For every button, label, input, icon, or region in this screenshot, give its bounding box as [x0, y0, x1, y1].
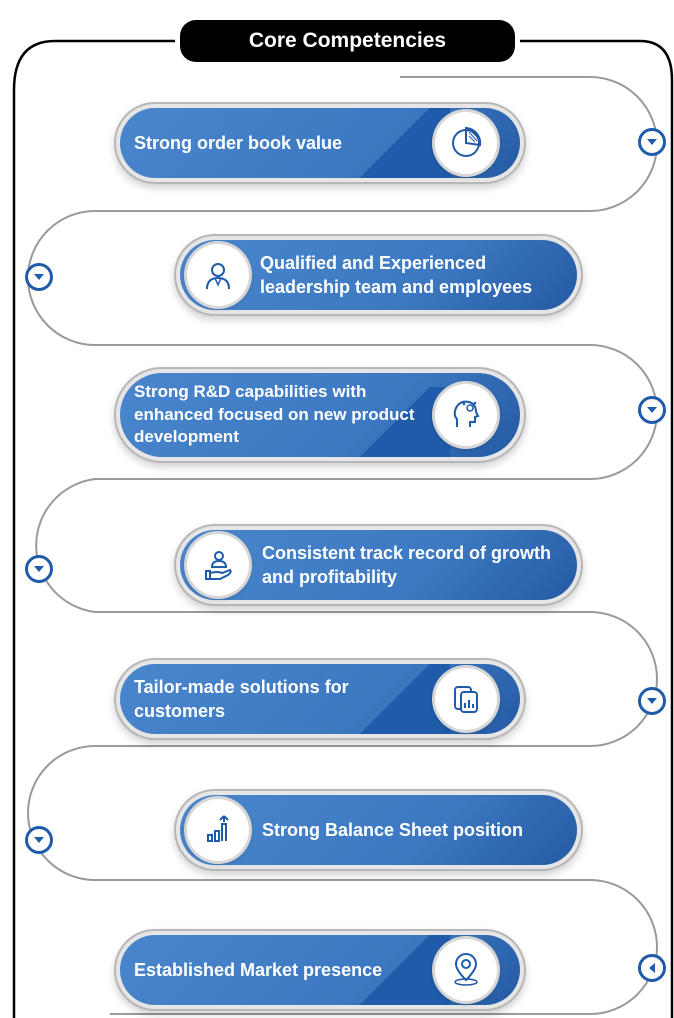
frame-right-line [520, 39, 674, 1018]
serpentine-connector [27, 76, 658, 1015]
competency-label: Strong R&D capabilities with enhanced fo… [134, 381, 415, 447]
chevron-down-icon[interactable] [25, 826, 53, 854]
competency-label: Strong Balance Sheet position [262, 819, 524, 840]
chevron-left-icon[interactable] [638, 954, 666, 982]
chevron-down-icon[interactable] [638, 396, 666, 424]
competency-label: Tailor-made solutions for customers [134, 676, 349, 721]
location-pin-icon [435, 939, 497, 1001]
frame-left-line [12, 39, 175, 1018]
competency-card-6: Strong Balance Sheet position [180, 795, 577, 865]
competency-label: Strong order book value [134, 132, 343, 153]
hand-user-icon [187, 534, 249, 596]
pie-chart-icon [435, 112, 497, 174]
chevron-down-icon[interactable] [25, 555, 53, 583]
document-chart-icon [435, 668, 497, 730]
competency-label: Qualified and Experienced leadership tea… [260, 252, 533, 297]
growth-chart-icon [187, 799, 249, 861]
chevron-down-icon[interactable] [25, 263, 53, 291]
research-head-icon [435, 384, 497, 446]
competency-card-4: Consistent track record of growth and pr… [180, 530, 577, 600]
competency-label: Consistent track record of growth and pr… [262, 542, 552, 587]
competency-label: Established Market presence [134, 959, 383, 980]
chevron-down-icon[interactable] [638, 687, 666, 715]
person-icon [187, 244, 249, 306]
chevron-down-icon[interactable] [638, 128, 666, 156]
page-title: Core Competencies [180, 20, 515, 62]
